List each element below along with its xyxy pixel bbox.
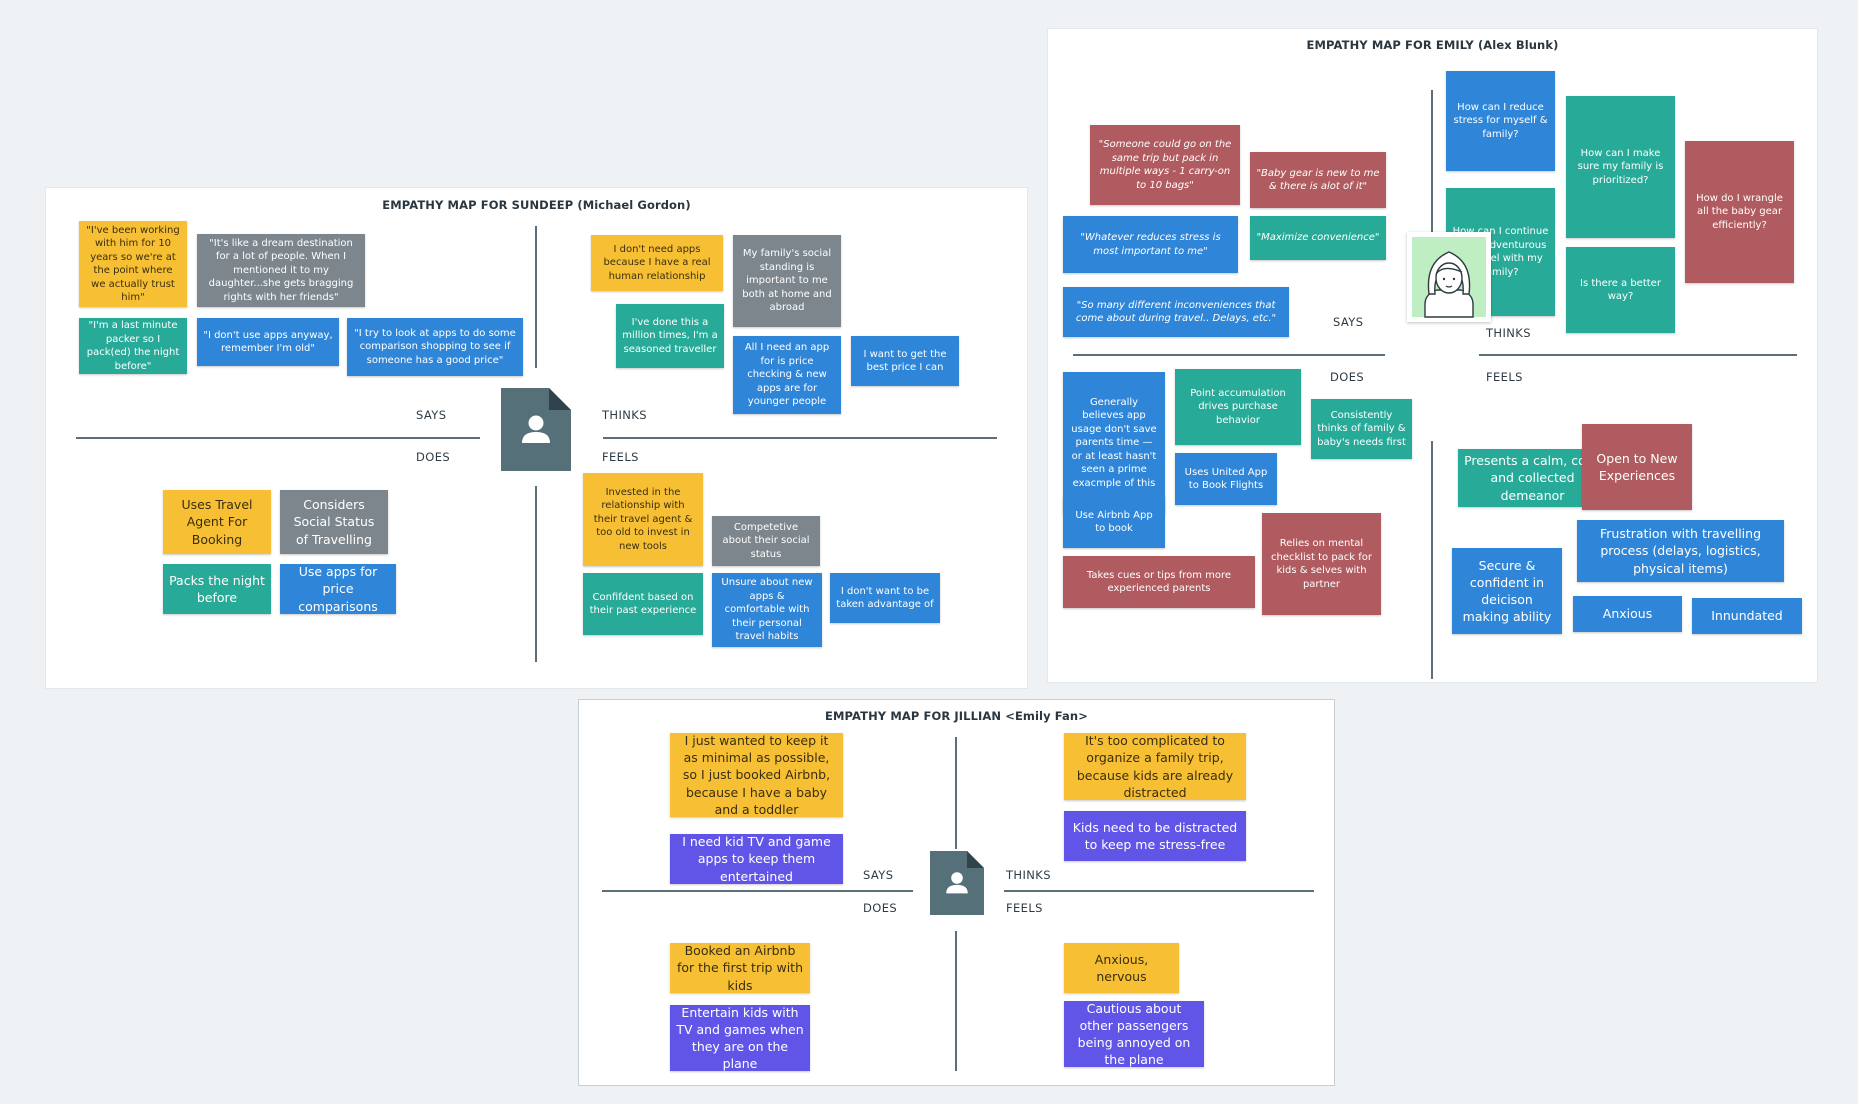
sticky-note[interactable]: Takes cues or tips from more experienced…: [1063, 556, 1255, 608]
axis-vertical-top: [535, 226, 537, 368]
sticky-note[interactable]: "I'm a last minute packer so I pack(ed) …: [79, 318, 187, 374]
sticky-note[interactable]: I don't need apps because I have a real …: [591, 235, 723, 291]
axis-horizontal-left: [1073, 354, 1385, 356]
axis-vertical-top: [1431, 90, 1433, 250]
sticky-note[interactable]: Open to New Experiences: [1582, 424, 1692, 510]
sticky-note[interactable]: Anxious, nervous: [1064, 943, 1179, 993]
sticky-note[interactable]: Use Airbnb App to book: [1063, 496, 1165, 548]
axis-horizontal-right: [603, 437, 997, 439]
thinks-label: THINKS: [602, 408, 647, 422]
sticky-note[interactable]: All I need an app for is price checking …: [733, 336, 841, 414]
sticky-note[interactable]: "It's like a dream destination for a lot…: [197, 234, 365, 307]
sticky-note[interactable]: Uses United App to Book Flights: [1175, 453, 1277, 505]
sticky-note[interactable]: Uses Travel Agent For Booking: [163, 490, 271, 554]
does-label: DOES: [1330, 370, 1365, 384]
axis-horizontal-right: [1479, 354, 1797, 356]
sticky-note[interactable]: Use apps for price comparisons: [280, 564, 396, 614]
sticky-note[interactable]: "So many different inconveniences that c…: [1063, 287, 1289, 337]
sticky-note[interactable]: How can I make sure my family is priorit…: [1566, 96, 1675, 238]
sticky-note[interactable]: Competetive about their social status: [712, 516, 820, 566]
sticky-note[interactable]: Entertain kids with TV and games when th…: [670, 1005, 810, 1071]
says-label: SAYS: [416, 408, 447, 422]
feels-label: FEELS: [1486, 370, 1523, 384]
sticky-note[interactable]: Anxious: [1573, 596, 1682, 632]
does-label: DOES: [416, 450, 451, 464]
sticky-note[interactable]: I need kid TV and game apps to keep them…: [670, 834, 843, 884]
sticky-note[interactable]: Generally believes app usage don't save …: [1063, 372, 1165, 514]
map-title: EMPATHY MAP FOR SUNDEEP (Michael Gordon): [382, 198, 691, 212]
sticky-note[interactable]: My family's social standing is important…: [733, 235, 841, 327]
sticky-note[interactable]: "I try to look at apps to do some compar…: [347, 318, 523, 376]
sticky-note[interactable]: I want to get the best price I can: [851, 336, 959, 386]
sticky-note[interactable]: Confifdent based on their past experienc…: [583, 573, 703, 635]
sticky-note[interactable]: How can I reduce stress for myself & fam…: [1446, 71, 1555, 171]
sticky-note[interactable]: "I've been working with him for 10 years…: [79, 221, 187, 307]
thinks-label: THINKS: [1486, 326, 1531, 340]
axis-horizontal-right: [1004, 890, 1314, 892]
feels-label: FEELS: [1006, 901, 1043, 915]
persona-document-icon: [930, 851, 984, 915]
persona-avatar: [1407, 232, 1491, 322]
says-label: SAYS: [863, 868, 894, 882]
axis-vertical-bottom: [1431, 441, 1433, 679]
sticky-note[interactable]: How do I wrangle all the baby gear effic…: [1685, 141, 1794, 283]
empathy-map-jillian: EMPATHY MAP FOR JILLIAN <Emily Fan> SAYS…: [579, 700, 1334, 1085]
thinks-label: THINKS: [1006, 868, 1051, 882]
axis-vertical-bottom: [535, 486, 537, 662]
map-title: EMPATHY MAP FOR JILLIAN <Emily Fan>: [825, 709, 1088, 723]
sticky-note[interactable]: Innundated: [1692, 598, 1802, 634]
sticky-note[interactable]: Packs the night before: [163, 564, 271, 614]
says-label: SAYS: [1333, 315, 1364, 329]
sticky-note[interactable]: It's too complicated to organize a famil…: [1064, 733, 1246, 800]
axis-horizontal-left: [76, 437, 480, 439]
axis-vertical-top: [955, 737, 957, 849]
feels-label: FEELS: [602, 450, 639, 464]
sticky-note[interactable]: "I don't use apps anyway, remember I'm o…: [197, 318, 339, 366]
persona-document-icon: [501, 388, 571, 471]
does-label: DOES: [863, 901, 898, 915]
sticky-note[interactable]: Unsure about new apps & comfortable with…: [712, 573, 822, 647]
sticky-note[interactable]: Is there a better way?: [1566, 247, 1675, 333]
sticky-note[interactable]: "Someone could go on the same trip but p…: [1090, 125, 1240, 205]
sticky-note[interactable]: Relies on mental checklist to pack for k…: [1262, 513, 1381, 615]
sticky-note[interactable]: "Maximize convenience": [1250, 216, 1386, 260]
sticky-note[interactable]: "Baby gear is new to me & there is alot …: [1250, 152, 1386, 208]
sticky-note[interactable]: Cautious about other passengers being an…: [1064, 1001, 1204, 1067]
sticky-note[interactable]: I don't want to be taken advantage of: [830, 573, 940, 623]
axis-vertical-bottom: [955, 931, 957, 1071]
empathy-map-emily: EMPATHY MAP FOR EMILY (Alex Blunk) SAYS …: [1048, 29, 1817, 682]
sticky-note[interactable]: Invested in the relationship with their …: [583, 473, 703, 566]
sticky-note[interactable]: Consistently thinks of family & baby's n…: [1311, 399, 1412, 459]
sticky-note[interactable]: "Whatever reduces stress is most importa…: [1063, 216, 1238, 273]
sticky-note[interactable]: Considers Social Status of Travelling: [280, 490, 388, 554]
sticky-note[interactable]: Point accumulation drives purchase behav…: [1175, 369, 1301, 445]
sticky-note[interactable]: I've done this a million times, I'm a se…: [616, 304, 724, 368]
sticky-note[interactable]: I just wanted to keep it as minimal as p…: [670, 733, 843, 817]
empathy-map-sundeep: EMPATHY MAP FOR SUNDEEP (Michael Gordon)…: [46, 188, 1027, 688]
sticky-note[interactable]: Booked an Airbnb for the first trip with…: [670, 943, 810, 993]
map-title: EMPATHY MAP FOR EMILY (Alex Blunk): [1306, 38, 1559, 52]
woman-avatar-icon: [1412, 237, 1486, 318]
axis-horizontal-left: [602, 890, 913, 892]
sticky-note[interactable]: Kids need to be distracted to keep me st…: [1064, 811, 1246, 861]
sticky-note[interactable]: Secure & confident in deicison making ab…: [1452, 548, 1562, 634]
sticky-note[interactable]: Frustration with travelling process (del…: [1577, 520, 1784, 582]
